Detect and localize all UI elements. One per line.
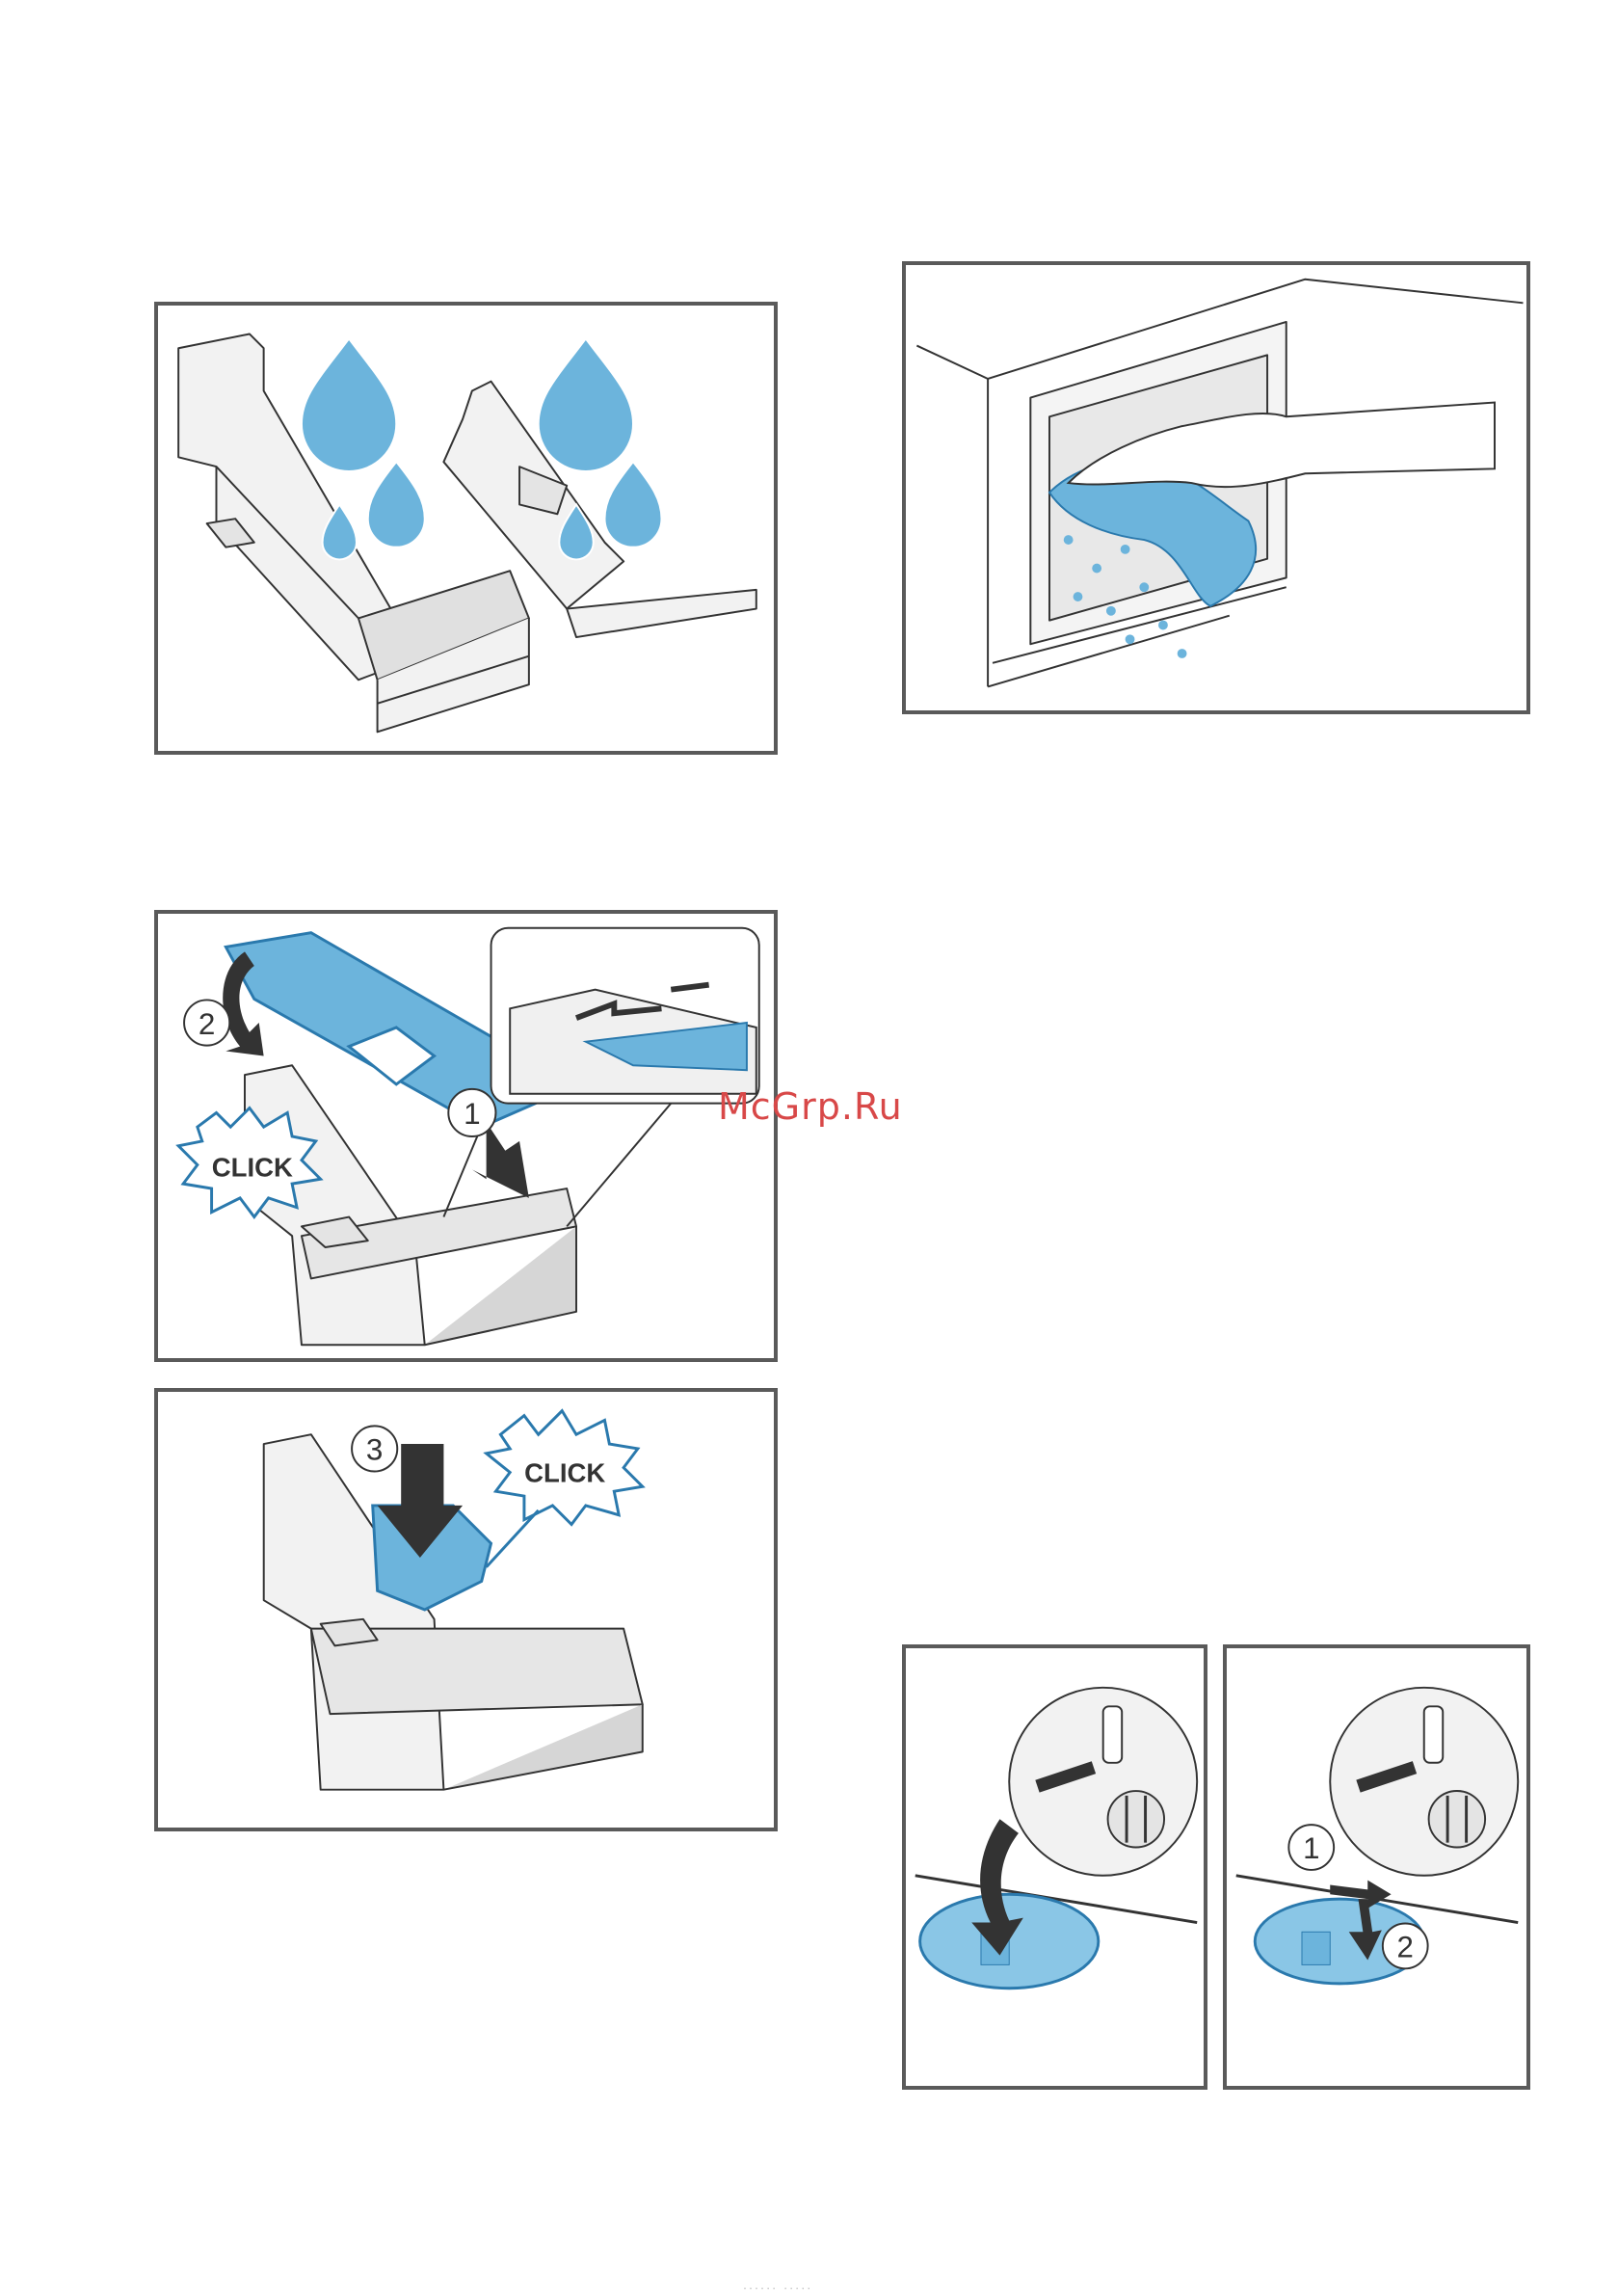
rinse-drawer-panel bbox=[154, 302, 778, 755]
click-label-2: CLICK bbox=[524, 1457, 605, 1487]
footer-mark: ...... ..... bbox=[742, 2282, 811, 2292]
wipe-recess-panel bbox=[902, 261, 1530, 714]
pump-cover-remove-panel: 1 2 bbox=[1223, 1644, 1530, 2090]
inset-detail bbox=[443, 928, 758, 1227]
insert-siphon-panel: 1 2 CLICK bbox=[154, 910, 778, 1362]
press-down-icon bbox=[373, 1444, 491, 1610]
step-number-2: 2 bbox=[199, 1007, 215, 1041]
step-number-2b: 2 bbox=[1397, 1931, 1414, 1964]
pump-cover-open-panel bbox=[902, 1644, 1207, 2090]
pump-cover-open-illustration bbox=[906, 1648, 1204, 2086]
pump-cover-remove-illustration: 1 2 bbox=[1227, 1648, 1526, 2086]
step-number-1: 1 bbox=[464, 1097, 480, 1131]
press-siphon-panel: 3 CLICK bbox=[154, 1388, 778, 1831]
wipe-recess-illustration bbox=[906, 265, 1526, 710]
insert-siphon-illustration: 1 2 CLICK bbox=[158, 914, 774, 1358]
rinse-drawer-illustration bbox=[158, 306, 774, 751]
pump-cover-icon bbox=[920, 1894, 1099, 1988]
watermark: McGrp.Ru bbox=[718, 1085, 903, 1128]
step-number-1b: 1 bbox=[1303, 1831, 1319, 1865]
press-siphon-illustration: 3 CLICK bbox=[158, 1392, 774, 1828]
step-number-3: 3 bbox=[366, 1433, 383, 1467]
click-burst-icon bbox=[487, 1411, 643, 1567]
click-label-1: CLICK bbox=[212, 1152, 293, 1182]
